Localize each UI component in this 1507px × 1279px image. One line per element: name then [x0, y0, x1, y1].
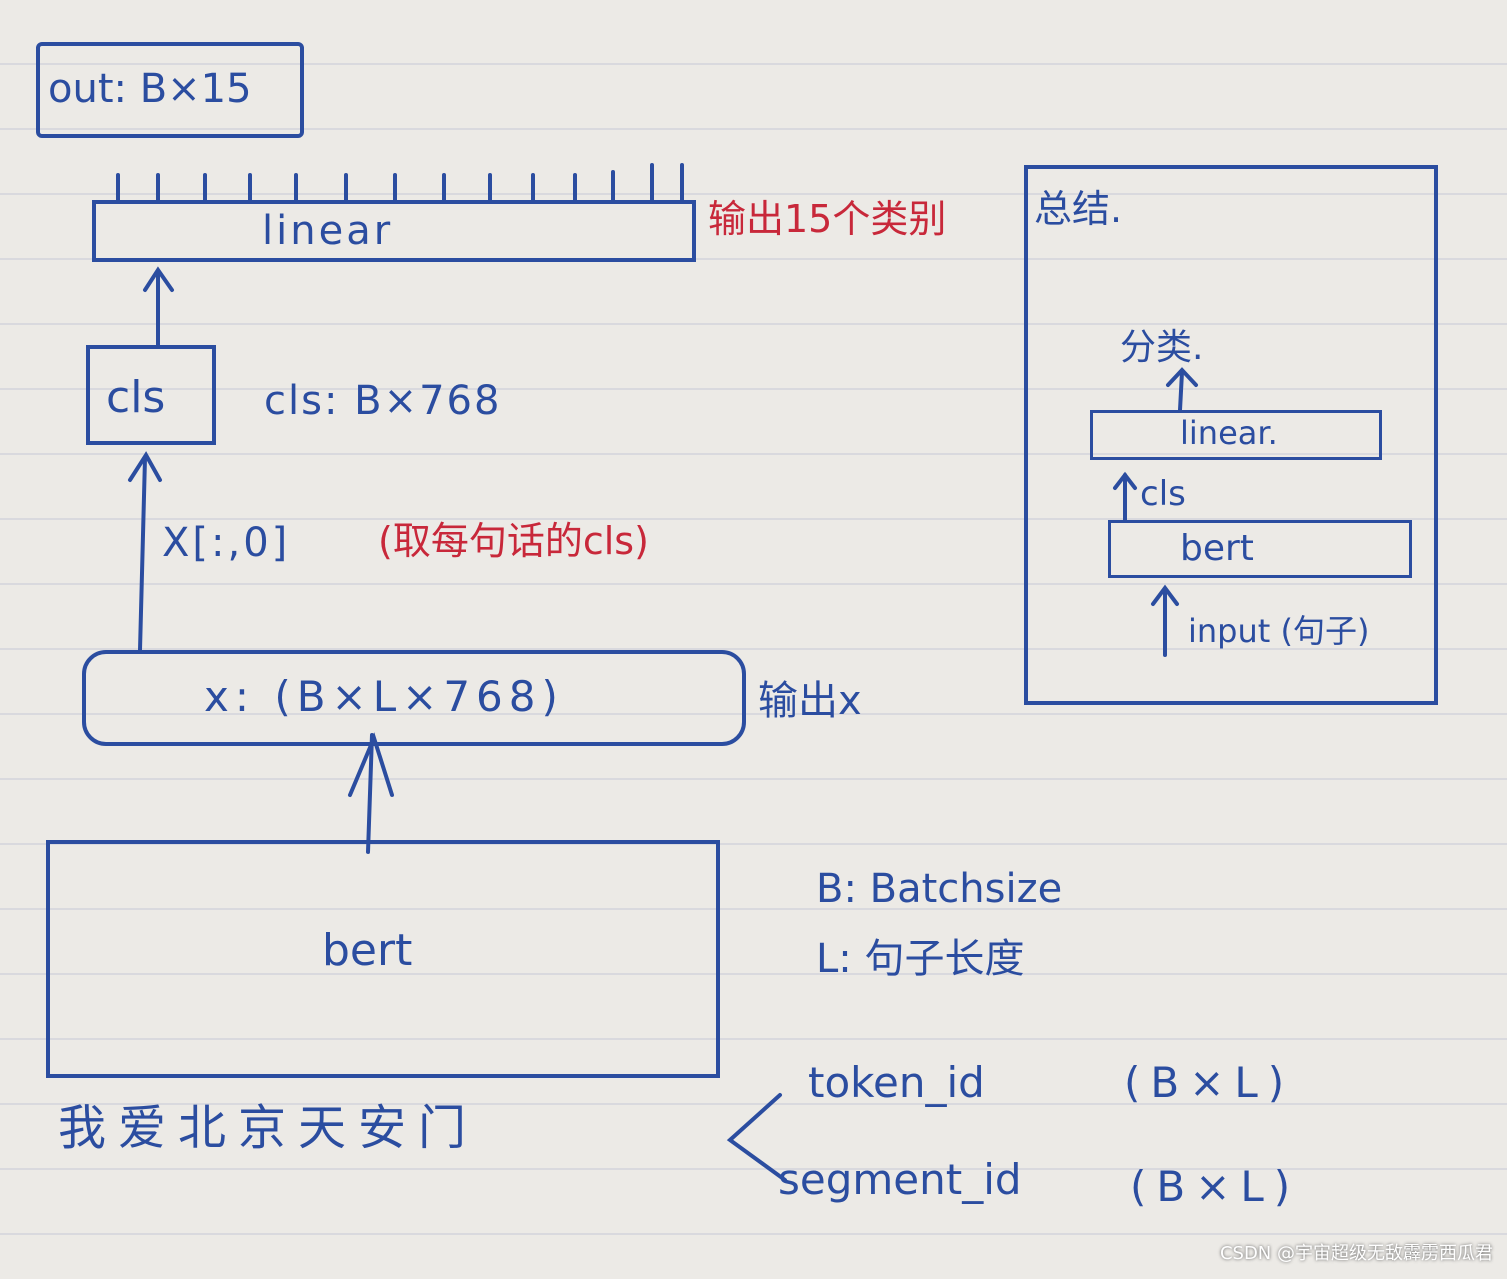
output-shape-label: out: B×15 [48, 66, 252, 112]
x-output-note: 输出x [758, 678, 862, 724]
summary-linear-label: linear. [1180, 414, 1278, 452]
bert-label: bert [322, 925, 413, 976]
bert-box [46, 840, 720, 1078]
cls-box-label: cls [106, 372, 166, 423]
token-id-shape: (B×L) [1124, 1058, 1295, 1107]
summary-cls-label: cls [1140, 474, 1186, 514]
index-note: (取每句话的cls) [378, 519, 649, 563]
linear-layer-box [92, 200, 696, 262]
summary-linear-box [1090, 410, 1382, 460]
x-output-box [82, 650, 746, 746]
output-shape-box [36, 42, 304, 138]
segment-id-label: segment_id [778, 1155, 1022, 1204]
output-ticks [116, 163, 684, 202]
x-output-label: x: (B×L×768) [204, 672, 564, 721]
cls-shape-label: cls: B×768 [264, 378, 502, 424]
legend-length: L: 句子长度 [816, 936, 1025, 982]
watermark: CSDN @宇宙超级无敌霹雳西瓜君 [1219, 1243, 1493, 1264]
summary-title: 总结. [1034, 187, 1123, 231]
summary-input-label: input (句子) [1188, 612, 1370, 650]
legend-batch: B: Batchsize [816, 866, 1063, 912]
index-label: X[:,0] [162, 520, 291, 566]
summary-classify: 分类. [1120, 327, 1204, 368]
linear-layer-label: linear [262, 208, 394, 254]
summary-panel [1024, 165, 1438, 705]
linear-output-note: 输出15个类别 [708, 197, 947, 241]
summary-bert-box [1108, 520, 1412, 578]
summary-bert-label: bert [1180, 528, 1254, 569]
input-sentence: 我爱北京天安门 [58, 1100, 479, 1156]
token-id-label: token_id [808, 1058, 985, 1107]
segment-id-shape: (B×L) [1130, 1162, 1301, 1211]
cls-box [86, 345, 216, 445]
